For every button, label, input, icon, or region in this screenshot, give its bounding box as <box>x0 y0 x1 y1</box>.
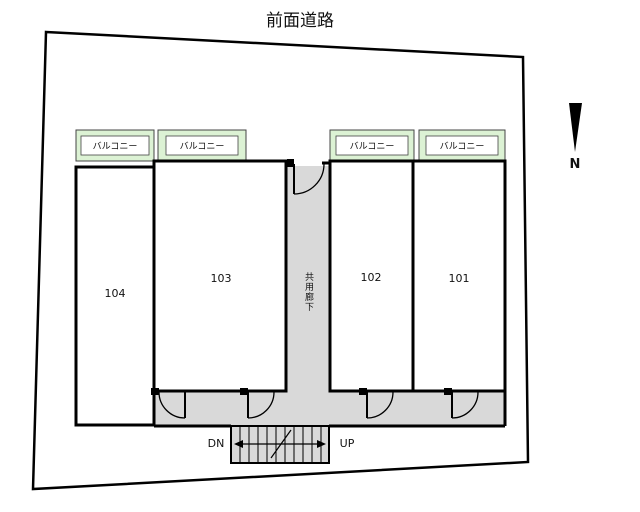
balcony-101: バルコニー <box>418 129 506 162</box>
balcony-label: バルコニー <box>180 141 225 152</box>
unit-104-room: 104 <box>74 165 156 427</box>
door-jamb <box>151 388 159 395</box>
front-road-label: 前面道路 <box>266 11 334 31</box>
unit-number: 103 <box>211 272 232 285</box>
stairs-down-label: DN <box>208 437 225 450</box>
door-jamb <box>287 159 294 167</box>
door-unit-104 <box>158 391 186 419</box>
corridor-label: 共用廊下 <box>303 272 314 312</box>
unit-103-room: 103 <box>152 159 288 393</box>
balcony-label: バルコニー <box>350 141 395 152</box>
balcony-104: バルコニー <box>75 129 155 162</box>
north-arrow-icon <box>569 103 582 152</box>
site-boundary <box>31 30 530 491</box>
unit-101-room: 101 <box>411 159 507 393</box>
balcony-label-bg <box>335 135 409 156</box>
corridor-area <box>287 166 330 426</box>
stairs-up-label: UP <box>340 437 355 450</box>
balcony-103: バルコニー <box>157 129 247 162</box>
balcony-label-bg <box>425 135 499 156</box>
unit-number: 101 <box>449 272 470 285</box>
stair-direction-arrow <box>234 429 326 459</box>
unit-number: 102 <box>361 271 382 284</box>
north-label: N <box>570 157 581 172</box>
staircase <box>230 425 330 464</box>
door-jamb <box>444 388 452 395</box>
door-jamb <box>359 388 367 395</box>
door-unit-103 <box>247 391 275 419</box>
rear-hallway-area <box>155 392 505 426</box>
entrance-door <box>293 163 325 195</box>
balcony-label: バルコニー <box>440 141 485 152</box>
unit-number: 104 <box>105 287 126 300</box>
balcony-102: バルコニー <box>329 129 415 162</box>
door-jamb <box>240 388 248 395</box>
balcony-label: バルコニー <box>93 141 138 152</box>
balcony-label-bg <box>80 135 150 156</box>
door-unit-102 <box>366 391 394 419</box>
balcony-label-bg <box>165 135 239 156</box>
compass: N <box>569 103 582 172</box>
door-unit-101 <box>451 391 479 419</box>
unit-102-room: 102 <box>328 159 415 393</box>
